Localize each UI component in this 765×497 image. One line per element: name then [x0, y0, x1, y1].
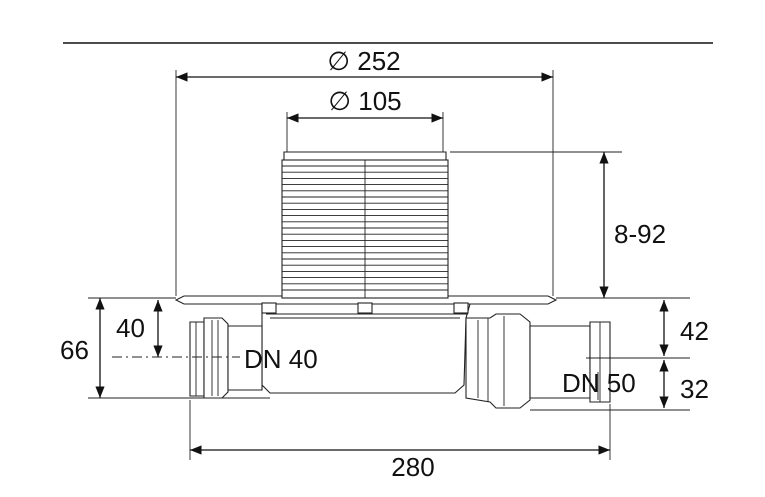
drain-body	[174, 151, 611, 409]
dim-left-height: 66	[60, 335, 89, 365]
trap-body	[261, 303, 471, 394]
dim-right-upper: 42	[680, 316, 709, 346]
dim-left-inner: 40	[116, 313, 145, 343]
grate-top	[283, 151, 447, 161]
left-outlet-collar	[203, 317, 229, 399]
label-left-pipe: DN 40	[244, 344, 318, 374]
right-outlet-collar	[465, 313, 531, 409]
flange-plate	[174, 295, 558, 305]
dim-height-adjust: 8-92	[614, 219, 666, 249]
dim-right-lower: 32	[680, 374, 709, 404]
dim-top-diameter: ∅ 252	[327, 46, 400, 76]
label-right-pipe: DN 50	[562, 368, 636, 398]
dim-overall-width: 280	[391, 452, 434, 482]
dim-inner-diameter: ∅ 105	[328, 86, 401, 116]
left-outlet-cap	[189, 321, 205, 397]
